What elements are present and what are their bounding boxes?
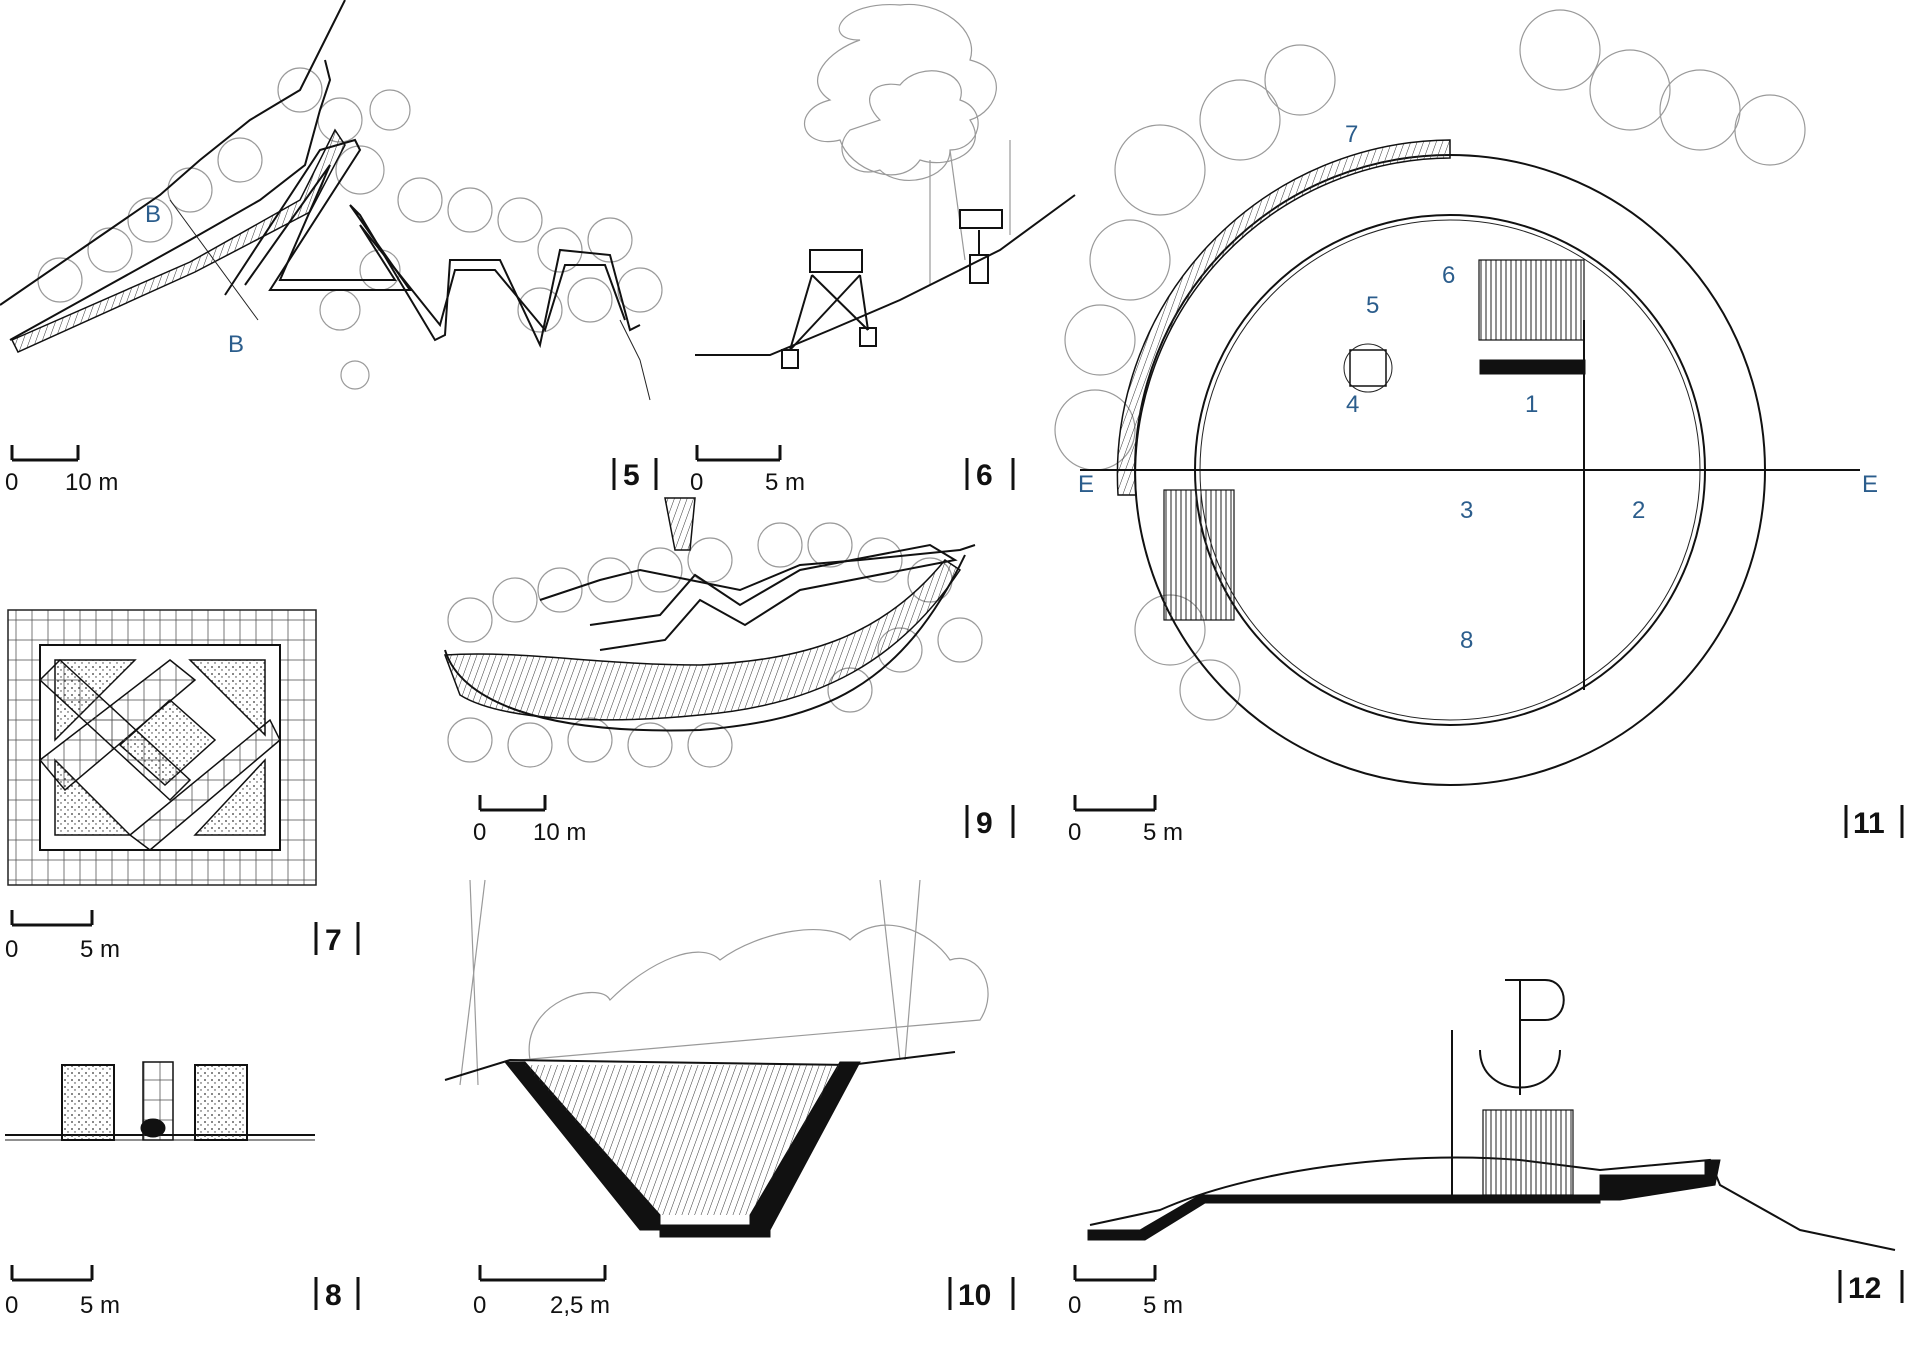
section-mark-e-right: E: [1862, 471, 1878, 498]
funnel-floor: [659, 1224, 771, 1238]
terrain-edge: [539, 544, 976, 601]
scale-zero: 0: [1068, 819, 1081, 846]
callout-2: 2: [1632, 497, 1645, 524]
wall-element-1: [1479, 359, 1586, 375]
monument-base: [1482, 1109, 1574, 1196]
entry-stair: [1163, 489, 1235, 621]
figure-number: 8: [325, 1279, 342, 1312]
figure-6-section: 0 5 m 6: [690, 3, 1076, 496]
scale-zero: 0: [473, 819, 486, 846]
scale-value: 5 m: [1143, 819, 1183, 846]
callout-4: 4: [1346, 391, 1359, 418]
panel-right: [194, 1064, 248, 1141]
figure-number: 10: [958, 1279, 991, 1312]
callout-8: 8: [1460, 627, 1473, 654]
scale-zero: 0: [1068, 1292, 1081, 1319]
callout-7: 7: [1345, 121, 1358, 148]
stair-block: [1478, 259, 1585, 341]
scale-zero: 0: [5, 936, 18, 963]
funnel-wall-left: [503, 1061, 661, 1231]
terrain-edge: [0, 0, 346, 306]
figure-7-plan: 0 5 m 7: [5, 609, 360, 963]
figure-11-circular-plan: 1 2 3 4 5 6 7 8 E E 0 5 m 11: [1054, 9, 1904, 846]
upper-platform: [959, 209, 1003, 229]
tree-canopy-group: [447, 522, 983, 768]
ravine-edge: [444, 554, 966, 732]
tree-outline: [803, 3, 997, 176]
callout-6: 6: [1442, 262, 1455, 289]
figure-number: 12: [1848, 1272, 1881, 1305]
figure-number: 9: [976, 807, 993, 840]
figure-number: 11: [1853, 807, 1885, 840]
section-mark-e-left: E: [1078, 471, 1094, 498]
platform-deck: [809, 249, 863, 273]
figure-number: 6: [976, 459, 993, 492]
tree-canopy-group: [37, 67, 663, 390]
footing-3: [969, 254, 989, 284]
zigzag-walkway-inner: [244, 164, 626, 333]
funnel-fill: [525, 1065, 840, 1215]
figure-9-plan: 0 10 m 9: [443, 497, 1015, 846]
scale-zero: 0: [5, 1292, 18, 1319]
callout-3: 3: [1460, 497, 1473, 524]
scale-value: 2,5 m: [550, 1292, 610, 1319]
figure-8-elevation: 0 5 m 8: [5, 1061, 360, 1319]
anchor-symbol: [1479, 979, 1565, 1095]
ground-line: [444, 1051, 956, 1081]
viewing-platform: [664, 497, 696, 551]
panel-left: [61, 1064, 115, 1141]
ravine-stripe: [443, 558, 962, 721]
scale-value: 5 m: [80, 936, 120, 963]
scale-value: 5 m: [765, 469, 805, 496]
section-line-b: [169, 199, 259, 321]
footing-1: [781, 349, 799, 369]
element-4-square: [1349, 349, 1387, 387]
scale-value: 10 m: [533, 819, 586, 846]
section-mark-b-bottom: B: [228, 331, 244, 358]
figure-number: 7: [325, 924, 342, 957]
ground-line: [695, 194, 1076, 356]
footing-2: [859, 327, 877, 347]
ramp-arc: [1116, 139, 1451, 496]
figure-5-site-plan: B B 0 10 m 5: [0, 0, 663, 496]
callout-5: 5: [1366, 292, 1379, 319]
scale-zero: 0: [473, 1292, 486, 1319]
scale-value: 10 m: [65, 469, 118, 496]
sculpture-object: [140, 1118, 166, 1138]
terrain-edge-upper: [9, 59, 332, 341]
ramp-path: [10, 128, 346, 353]
river-edge: [619, 319, 651, 401]
figure-12-section: 0 5 m 12: [1068, 979, 1904, 1319]
walkway: [589, 543, 958, 651]
callout-1: 1: [1525, 391, 1538, 418]
scale-value: 5 m: [80, 1292, 120, 1319]
scale-zero: 0: [690, 469, 703, 496]
zigzag-walkway: [224, 138, 641, 349]
right-terrace: [1599, 1159, 1721, 1201]
scale-value: 5 m: [1143, 1292, 1183, 1319]
tree-canopy-outline: [519, 924, 989, 1061]
ramp-floor: [1087, 1194, 1601, 1241]
figure-10-section: 0 2,5 m 10: [444, 879, 1015, 1319]
section-mark-b-top: B: [145, 201, 161, 228]
scale-zero: 0: [5, 469, 18, 496]
figure-number: 5: [623, 459, 640, 492]
